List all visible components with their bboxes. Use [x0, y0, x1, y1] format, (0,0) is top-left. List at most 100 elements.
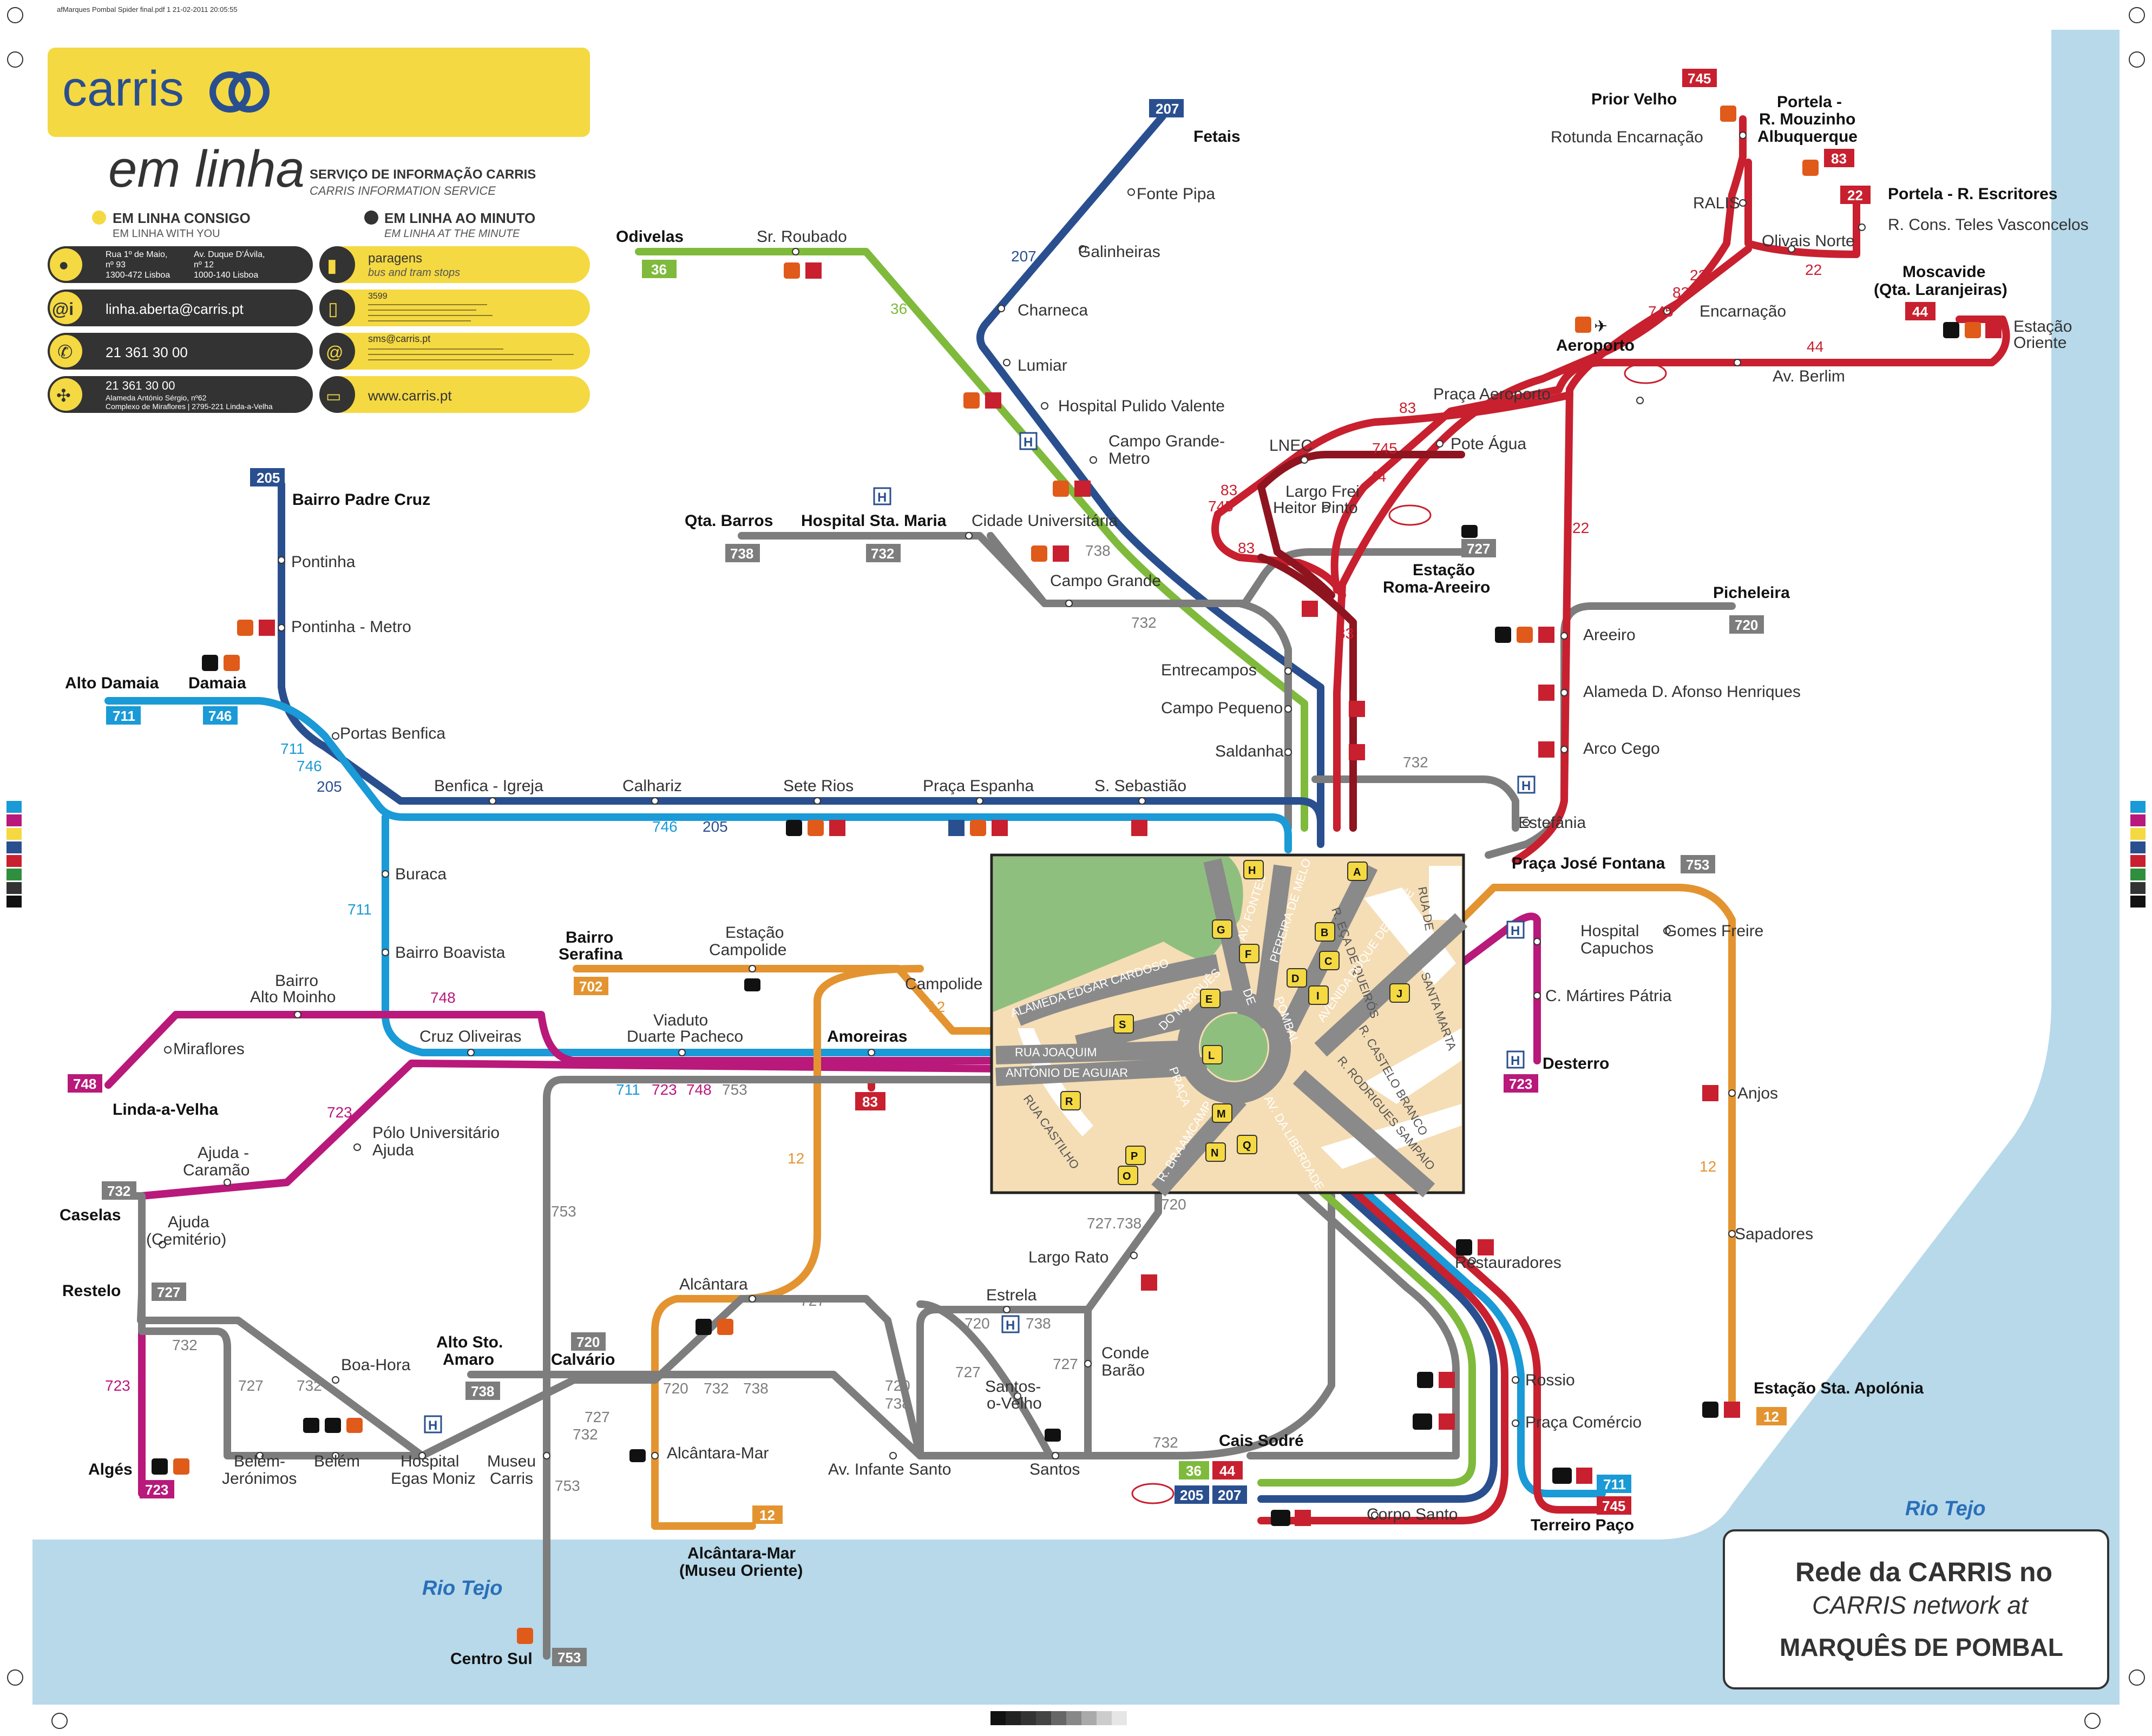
addr3-line2: Complexo de Miraflores | 2795-221 Linda-… — [106, 402, 273, 411]
web-link[interactable]: www.carris.pt — [368, 387, 452, 404]
svg-text:727: 727 — [1467, 541, 1490, 557]
legend-line1: Rede da CARRIS no — [1795, 1557, 2052, 1587]
svg-text:Odivelas: Odivelas — [616, 228, 684, 246]
line-732-east — [1311, 775, 1519, 832]
sms-link[interactable]: sms@carris.pt — [368, 333, 430, 344]
svg-text:Duarte Pacheco: Duarte Pacheco — [627, 1028, 743, 1045]
paragens-sub: bus and tram stops — [368, 267, 460, 279]
svg-text:Largo Rato: Largo Rato — [1028, 1248, 1108, 1266]
line-732-cais — [1246, 1187, 1460, 1459]
svg-text:(Cemitério): (Cemitério) — [146, 1231, 226, 1248]
svg-text:205: 205 — [1180, 1487, 1203, 1503]
sms-code: 3599 — [368, 292, 388, 301]
line-727 — [137, 1290, 426, 1459]
stop-o: O — [1118, 1166, 1138, 1185]
addr1-line2: nº 93 — [106, 260, 126, 269]
badge-732-sta-maria: 732 — [866, 544, 901, 562]
svg-text:Ajuda: Ajuda — [168, 1213, 209, 1231]
train-metro-icon-restauradores — [1456, 1239, 1494, 1255]
bus-metro-icon-cidade-universitaria — [1031, 545, 1069, 562]
tour-bus-logo — [1388, 504, 1432, 526]
line-22 — [1512, 159, 1860, 864]
phone-number-2: 21 361 30 00 — [106, 379, 175, 392]
svg-text:Picheleira: Picheleira — [1713, 584, 1790, 602]
badge-702-serafina: 702 — [574, 977, 608, 995]
info-left-column — [48, 246, 313, 413]
hospital-icon-sta-maria: H — [873, 487, 891, 505]
line-36-cais — [1257, 1187, 1476, 1487]
hospital-icon-estrela: H — [1001, 1315, 1020, 1333]
svg-text:Alcântara-Mar: Alcântara-Mar — [687, 1544, 796, 1562]
bus-metro-icon-campo-grande — [1053, 481, 1091, 497]
line-753 — [543, 1076, 1011, 1660]
mobile-icon: ▯ — [328, 299, 338, 319]
person-icon: ● — [58, 255, 69, 274]
service-title: SERVIÇO DE INFORMAÇÃO CARRIS — [310, 167, 536, 182]
metro-icon-s-sebastiao — [1131, 820, 1147, 836]
line-badges: 207 205 36 738 732 711 746 745 83 22 44 … — [68, 69, 1936, 1666]
svg-text:Bairro: Bairro — [566, 929, 613, 946]
svg-text:Praça Comércio: Praça Comércio — [1525, 1413, 1642, 1431]
svg-text:Cruz Oliveiras: Cruz Oliveiras — [419, 1028, 521, 1045]
badge-720-picheleira: 720 — [1729, 615, 1764, 634]
badge-44-cais: 44 — [1212, 1461, 1243, 1479]
svg-text:H: H — [1248, 865, 1256, 877]
line-720-738-inner — [467, 1371, 924, 1459]
addr3-line1: Alameda António Sérgio, nº62 — [106, 393, 207, 402]
svg-text:Fonte Pipa: Fonte Pipa — [1137, 185, 1215, 203]
hospital-icon-capuchos: H — [1506, 920, 1525, 939]
svg-text:745: 745 — [1688, 70, 1711, 87]
svg-text:746: 746 — [208, 708, 232, 724]
sms-instructions-lines — [368, 304, 493, 321]
svg-text:Aeroporto: Aeroporto — [1556, 337, 1635, 354]
svg-text:Portela -: Portela - — [1777, 93, 1842, 111]
svg-text:Amaro: Amaro — [443, 1351, 494, 1369]
svg-text:S: S — [1119, 1019, 1126, 1031]
svg-text:738: 738 — [743, 1380, 769, 1397]
svg-text:Caramão: Caramão — [183, 1161, 250, 1179]
badge-753-centro-sul: 753 — [552, 1648, 587, 1666]
svg-text:Metro: Metro — [1108, 450, 1150, 468]
svg-text:Benfica - Igreja: Benfica - Igreja — [434, 777, 543, 795]
badge-732-caselas: 732 — [102, 1181, 136, 1200]
svg-text:Sapadores: Sapadores — [1735, 1225, 1813, 1243]
svg-text:83: 83 — [1399, 399, 1416, 416]
svg-text:B: B — [1321, 927, 1328, 939]
clock-icon — [364, 211, 378, 225]
carris-logo-text: carris — [62, 61, 184, 116]
station-dots — [159, 131, 1866, 1519]
svg-text:83: 83 — [1831, 150, 1847, 167]
svg-text:727: 727 — [157, 1284, 180, 1300]
metro-icon-alameda — [1538, 685, 1554, 701]
svg-text:Museu: Museu — [487, 1452, 536, 1470]
svg-text:205: 205 — [257, 470, 280, 486]
svg-text:732: 732 — [1403, 754, 1428, 771]
svg-text:Portas Benfica: Portas Benfica — [340, 725, 445, 742]
train-icon-santos — [1045, 1429, 1061, 1442]
badge-207-cais: 207 — [1212, 1485, 1247, 1504]
svg-text:M: M — [1217, 1108, 1226, 1120]
svg-text:753: 753 — [1686, 857, 1709, 873]
svg-text:720: 720 — [576, 1334, 600, 1350]
svg-text:Largo Frei: Largo Frei — [1285, 483, 1360, 501]
svg-text:83: 83 — [862, 1094, 878, 1110]
paragens-link[interactable]: paragens — [368, 251, 422, 266]
svg-text:C: C — [1324, 956, 1332, 968]
svg-text:Anjos: Anjos — [1737, 1084, 1778, 1102]
svg-text:727: 727 — [238, 1377, 264, 1394]
svg-text:(Museu Oriente): (Museu Oriente) — [679, 1562, 803, 1580]
emlinha-logo: em linha — [108, 140, 305, 198]
train-bus-icon-alcantara — [696, 1319, 733, 1335]
svg-text:Q: Q — [1243, 1140, 1251, 1152]
svg-text:723: 723 — [1509, 1076, 1532, 1092]
inset-map — [990, 853, 1468, 1198]
svg-text:753: 753 — [555, 1477, 580, 1494]
line-732-west — [116, 1192, 1335, 1459]
svg-text:H: H — [1511, 1054, 1520, 1068]
badge-83-amoreiras: 83 — [855, 1092, 885, 1110]
phone-number-1: 21 361 30 00 — [106, 344, 188, 360]
email-link[interactable]: linha.aberta@carris.pt — [106, 301, 244, 317]
badge-753-fontana: 753 — [1681, 855, 1715, 873]
svg-text:753: 753 — [557, 1649, 581, 1666]
badge-44-moscavide: 44 — [1905, 302, 1936, 320]
